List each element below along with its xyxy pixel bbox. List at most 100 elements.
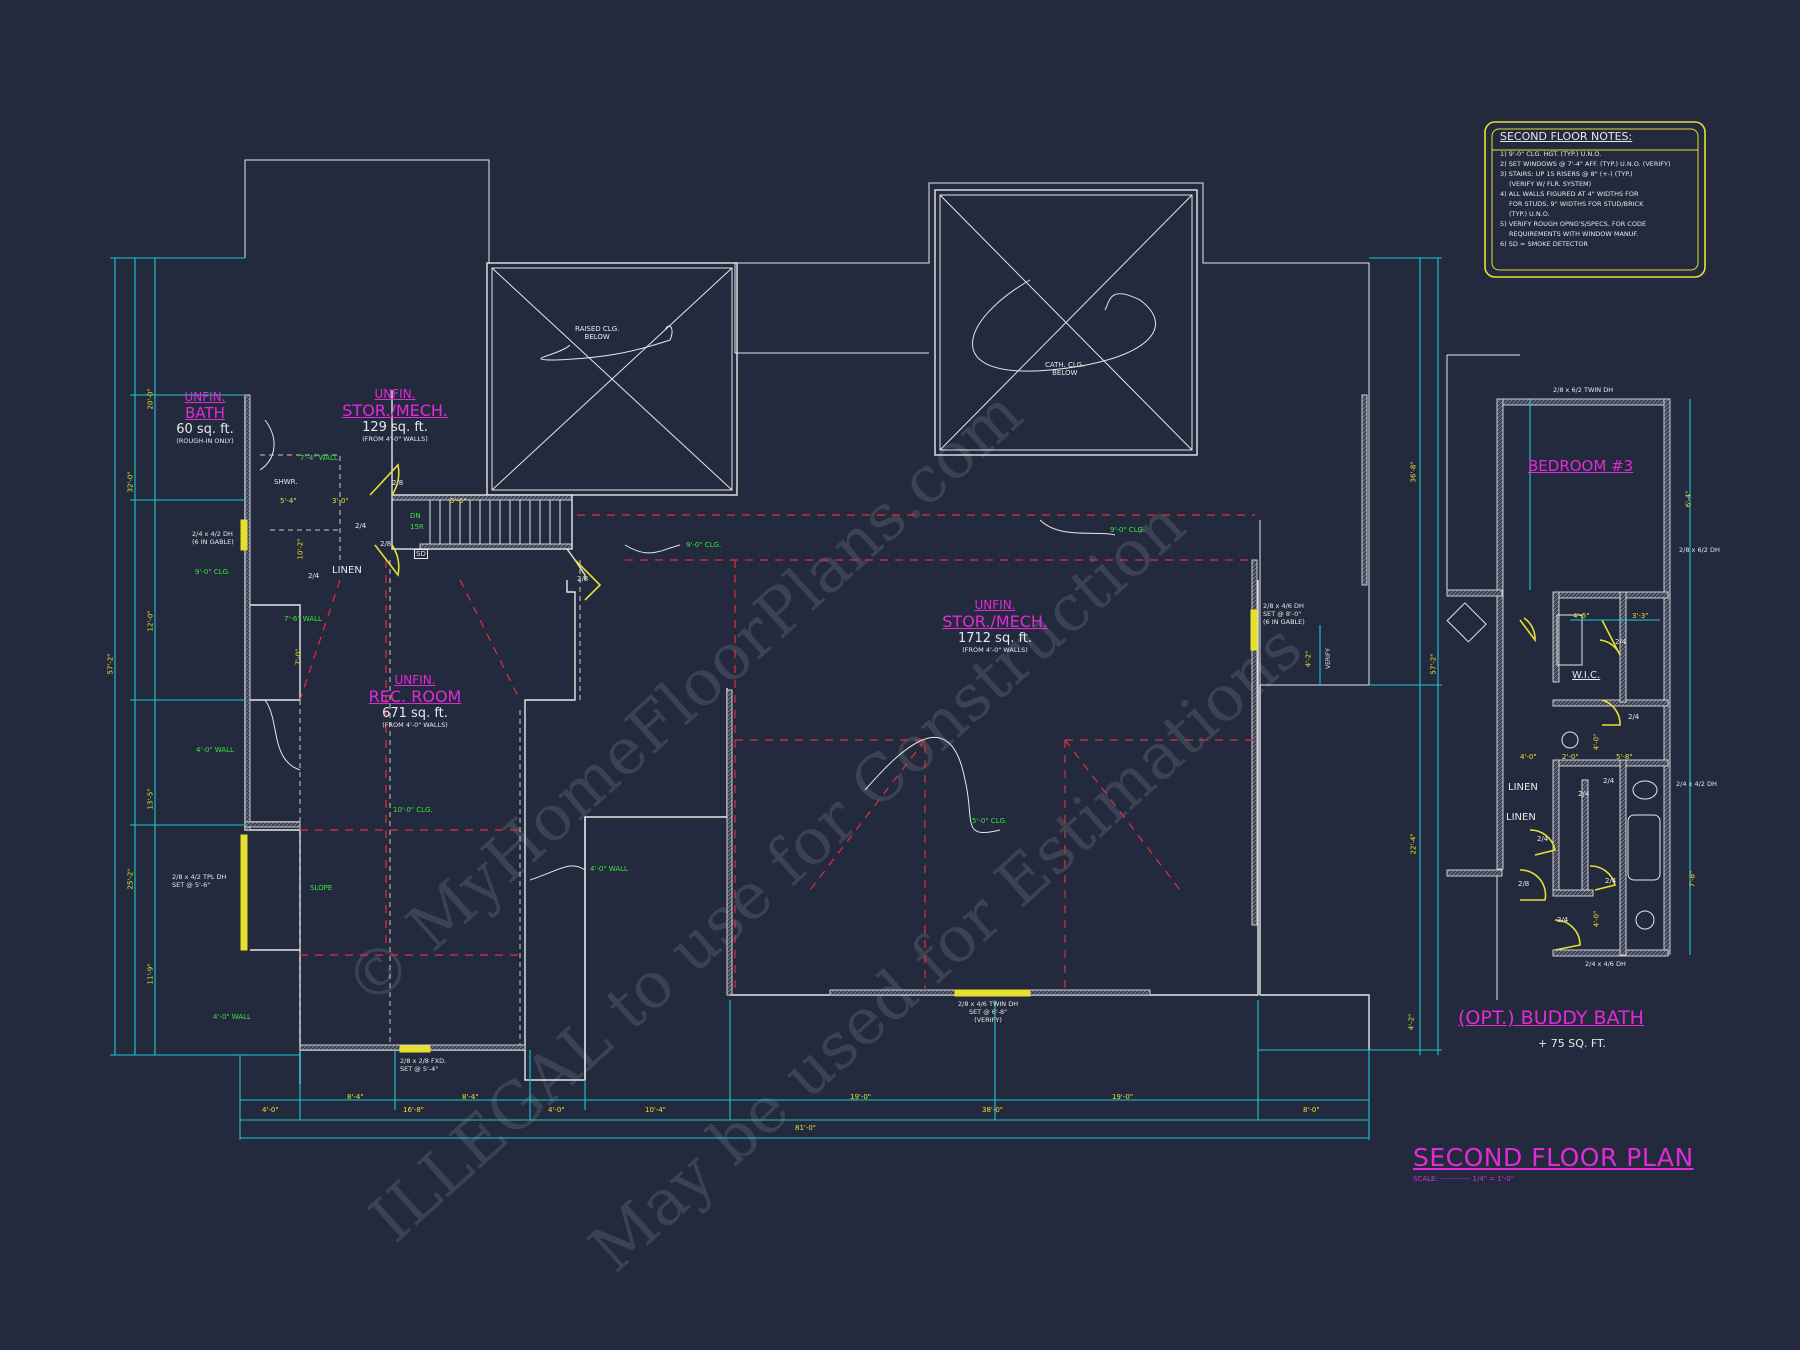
ceiling-note: 10'-0" CLG. (393, 806, 433, 814)
leader-lines (259, 419, 1116, 881)
window-label-w2: 2/8 x 4/2 TPL DH SET @ 5'-6" (172, 873, 226, 889)
wic-label: W.I.C. (1572, 670, 1601, 681)
door-label: 2/8 (380, 540, 392, 548)
cath-ceiling-line-1: CATH. CLG. (1045, 361, 1085, 369)
window-w3-size: 2/8 x 4/6 TWIN DH (958, 1000, 1019, 1008)
room-stor-small-note: (FROM 4'-0" WALLS) (362, 435, 428, 443)
note-item: 5) VERIFY ROUGH OPNG'S/SPECS. FOR CODE (1500, 220, 1647, 228)
dim-bottom: 4'-0" (548, 1106, 565, 1114)
dim-inner: 4'-5" (1573, 612, 1590, 620)
dim-inner: 5'-4" (280, 497, 297, 505)
roof-ridge-lines (299, 514, 1255, 990)
cath-ceiling-label: CATH. CLG. BELOW (1045, 361, 1084, 377)
linen-label: LINEN (332, 565, 362, 576)
notes-title: SECOND FLOOR NOTES: (1500, 130, 1633, 143)
window-w5-note: SET @ 5'-4" (400, 1065, 439, 1073)
buddy-bath-area: + 75 SQ. FT. (1538, 1037, 1606, 1050)
dim-inner: 3'-0" (332, 497, 349, 505)
window-label-w9: 2/4 x 4/6 DH (1585, 960, 1626, 968)
dim-left: 25'-2" (126, 868, 135, 890)
dim-left: 20'-0" (146, 388, 155, 410)
raised-ceiling-box (486, 262, 738, 496)
stair-risers-label: 15R (410, 523, 424, 531)
notes-box (1484, 121, 1706, 278)
room-bath-area: 60 sq. ft. (176, 422, 234, 437)
window-w2-note: SET @ 5'-6" (172, 881, 211, 889)
door-label: 2/4 (1605, 877, 1617, 885)
watermark: © MyHomeFloorPlans.com ILLEGAL to use fo… (331, 376, 1316, 1287)
raised-ceiling-line-1: RAISED CLG. (575, 325, 620, 333)
cath-ceiling-line-2: BELOW (1052, 369, 1078, 377)
room-stor-large-name: STOR./MECH. (942, 612, 1048, 631)
note-item: REQUIREMENTS WITH WINDOW MANUF. (1509, 230, 1639, 238)
door-label: 2/8 (392, 479, 404, 487)
ceiling-note: 7'-4" WALL (300, 454, 338, 462)
ceiling-note: 9'-0" CLG. (195, 568, 231, 576)
dim-left: 12'-0" (146, 610, 155, 632)
room-rec: UNFIN. REC. ROOM 671 sq. ft. (FROM 4'-0"… (345, 673, 485, 729)
dim-inner: 4'-0" (1592, 733, 1601, 751)
cath-ceiling-box (934, 189, 1198, 456)
door-label: 2/8 (577, 575, 589, 583)
door-label: 2/4 (1615, 638, 1627, 646)
note-item: (TYP.) U.N.O. (1509, 210, 1550, 218)
ceiling-note: 4'-0" WALL (590, 865, 628, 873)
note-item: 1) 9'-0" CLG. HGT. (TYP.) U.N.O. (1500, 150, 1602, 158)
dim-inner: 3'-3" (1632, 612, 1649, 620)
door-label: 2/4 (1537, 835, 1549, 843)
room-bath-type: UNFIN. (184, 390, 226, 404)
door-label: 2/4 (308, 572, 320, 580)
dim-right: 4'-2" (1407, 1013, 1416, 1031)
dim-bottom: 10'-4" (645, 1106, 667, 1114)
shower-label: SHWR. (274, 478, 298, 486)
dim-left: 13'-5" (146, 788, 155, 810)
notes-panel: SECOND FLOOR NOTES: 1) 9'-0" CLG. HGT. (… (1500, 130, 1700, 249)
dim-bottom: 8'-0" (1303, 1106, 1320, 1114)
room-stor-small: UNFIN. STOR./MECH. 129 sq. ft. (FROM 4'-… (325, 387, 465, 443)
dim-inner: 10'-2" (296, 538, 305, 560)
dim-right: 57'-2" (1429, 653, 1438, 675)
buddy-bath-title: (OPT.) BUDDY BATH (1458, 1007, 1644, 1029)
door-label: 2/4 (1628, 713, 1640, 721)
ceiling-note: 7'-6" WALL (284, 615, 322, 623)
window-w4-gable: (6 IN GABLE) (1263, 618, 1305, 626)
ceiling-note: 9'-0" CLG. (1110, 526, 1146, 534)
buddy-bath-plan (1446, 354, 1671, 1000)
window-label-w1: 2/4 x 4/2 DH (6 IN GABLE) (192, 530, 234, 546)
room-stor-small-type: UNFIN. (374, 387, 416, 401)
room-rec-name: REC. ROOM (368, 687, 462, 706)
note-item: 4) ALL WALLS FIGURED AT 4" WIDTHS FOR (1500, 190, 1639, 198)
dim-bottom: 8'-4" (462, 1093, 479, 1101)
stair-treads (429, 500, 561, 544)
window-w1-size: 2/4 x 4/2 DH (192, 530, 233, 538)
dim-inner: 4'-0" (1592, 910, 1601, 928)
dim-inner: 7'-8" (1688, 870, 1697, 888)
dim-bottom: 4'-0" (262, 1106, 279, 1114)
window-label-w4: 2/8 x 4/6 DH SET @ 8'-0" (6 IN GABLE) (1263, 602, 1305, 626)
room-rec-type: UNFIN. (394, 673, 436, 687)
dim-bottom-total: 38'-0" (982, 1106, 1004, 1114)
room-stor-small-name: STOR./MECH. (342, 401, 448, 420)
door-label: 2/4 (355, 522, 367, 530)
room-stor-small-area: 129 sq. ft. (362, 420, 428, 435)
window-w1-note: (6 IN GABLE) (192, 538, 234, 546)
smoke-detector-label: SD (414, 549, 428, 559)
linen-label-3: LINEN (1506, 812, 1536, 823)
dim-bottom: 19'-0" (850, 1093, 872, 1101)
window-label-w7: 2/8 x 6/2 DH (1679, 546, 1720, 554)
lower-floor-outline (244, 159, 1370, 686)
window-w3-verify: (VERIFY) (974, 1016, 1002, 1024)
room-stor-large-area: 1712 sq. ft. (957, 631, 1033, 646)
linen-label-2: LINEN (1508, 782, 1538, 793)
dim-inner: 5'-6" (450, 497, 467, 505)
room-bath-note: (ROUGH-IN ONLY) (176, 437, 234, 445)
dim-overall: 81'-0" (795, 1124, 817, 1132)
dim-left: 32'-0" (126, 471, 135, 493)
note-item: 2) SET WINDOWS @ 7'-4" AFF. (TYP.) U.N.O… (1500, 160, 1671, 168)
window-w2-size: 2/8 x 4/2 TPL DH (172, 873, 227, 881)
window-label-w3: 2/8 x 4/6 TWIN DH SET @ 6'-8" (VERIFY) (958, 1000, 1018, 1024)
dim-left: 11'-9" (146, 963, 155, 985)
dim-bottom: 8'-4" (347, 1093, 364, 1101)
